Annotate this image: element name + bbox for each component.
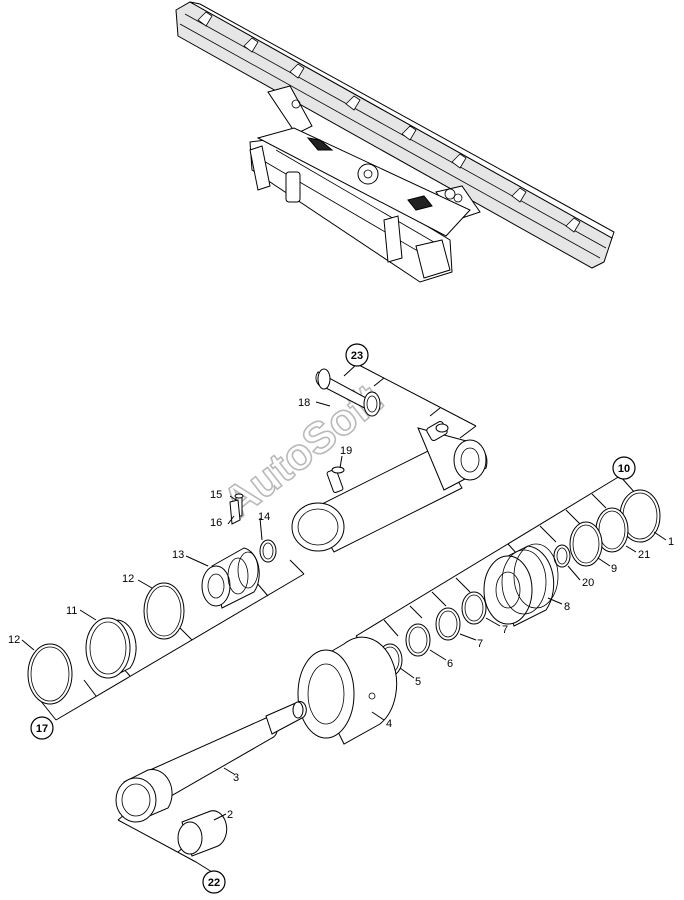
part-9-seal	[569, 521, 603, 567]
callout-19: 19	[340, 445, 352, 457]
callout-9: 9	[611, 563, 617, 575]
part-13-gland	[201, 547, 260, 609]
part-12-ring-upper	[143, 582, 185, 640]
kit-23-callout: 23	[345, 343, 369, 367]
part-20-seal	[553, 544, 571, 568]
kit-22-callout: 22	[202, 870, 226, 894]
svg-text:17: 17	[36, 723, 48, 735]
part-7-ring-b	[435, 607, 461, 641]
callout-5: 5	[415, 676, 421, 688]
kit-17-callout: 17	[30, 716, 54, 740]
callout-8: 8	[564, 601, 570, 613]
kit-10-callout: 10	[612, 456, 636, 480]
svg-text:23: 23	[351, 350, 363, 362]
callout-3: 3	[233, 772, 239, 784]
callout-11: 11	[66, 605, 77, 617]
callout-18: 18	[298, 397, 310, 409]
part-7-ring-a	[461, 591, 487, 625]
callout-16: 16	[210, 517, 222, 529]
callout-14: 14	[258, 511, 270, 523]
part-18-pin	[315, 368, 381, 417]
part-cylinder-barrel	[291, 421, 488, 553]
callout-7-a: 7	[477, 638, 483, 650]
part-8-piston	[483, 543, 559, 627]
part-11-bushing	[85, 617, 137, 679]
callout-labels: 1 2 3 4 5 6 7 7 8 9 11 12 12 13 14 15 16…	[8, 397, 674, 821]
leader-lines	[21, 401, 667, 821]
callout-2: 2	[227, 809, 233, 821]
kit-callouts: 10 17 22 23	[30, 343, 636, 894]
callout-6: 6	[447, 658, 453, 670]
callout-20: 20	[582, 577, 594, 589]
part-12-ring-lower	[27, 643, 73, 705]
callout-7-b: 7	[502, 624, 508, 636]
part-6-ring	[405, 623, 431, 657]
callout-1: 1	[668, 536, 674, 548]
callout-4: 4	[386, 718, 392, 730]
svg-text:10: 10	[618, 463, 630, 475]
callout-12-upper: 12	[122, 573, 134, 585]
callout-13: 13	[172, 549, 184, 561]
svg-text:22: 22	[208, 877, 220, 889]
part-3-rod	[115, 701, 307, 823]
part-4-housing	[297, 636, 398, 745]
callout-21: 21	[638, 549, 650, 561]
part-14-oring	[259, 539, 277, 563]
part-1-seal	[619, 489, 661, 543]
part-19-fitting	[326, 466, 345, 493]
callout-12-lower: 12	[8, 634, 20, 646]
callout-15: 15	[210, 489, 222, 501]
part-2-bushing	[177, 810, 228, 857]
blade-assembly-illustration	[175, 1, 615, 283]
kit-bracket-lines	[39, 363, 637, 873]
